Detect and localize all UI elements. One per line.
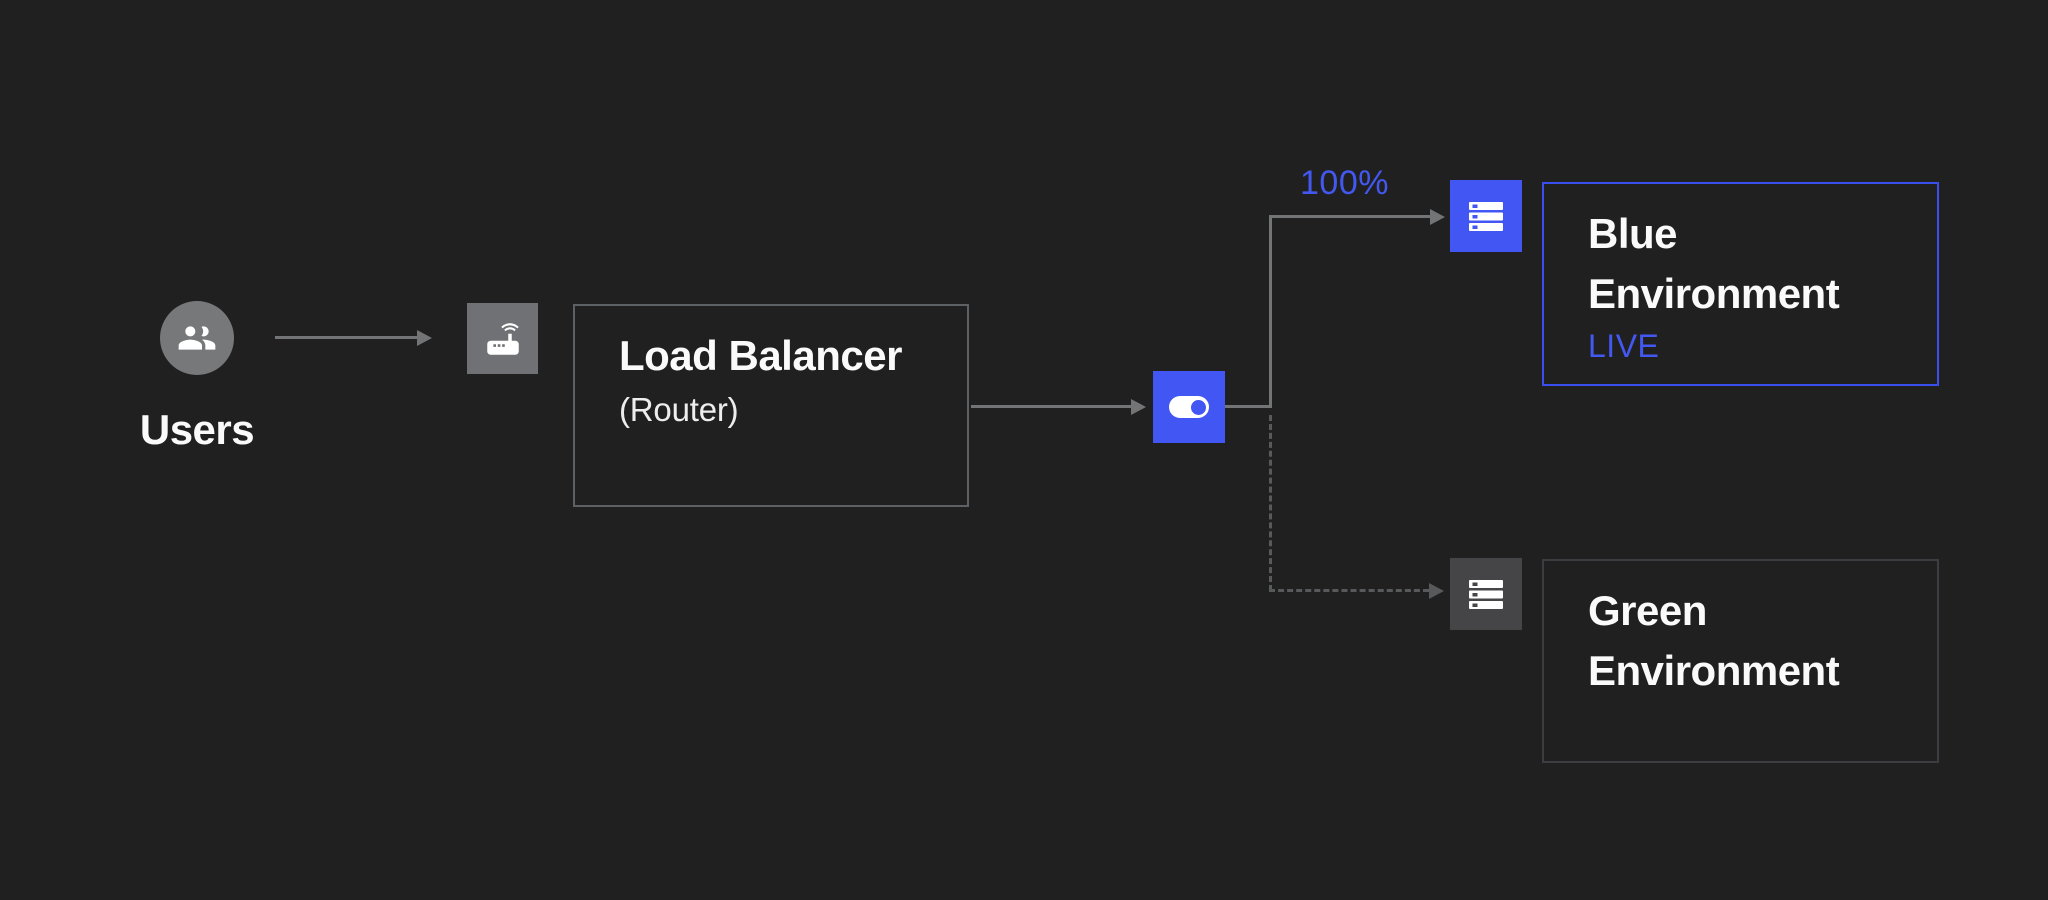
edge-lb-toggle: [971, 405, 1131, 408]
load-balancer-subtitle: (Router): [619, 391, 739, 428]
edge-users-router: [275, 336, 417, 339]
users-node: [160, 301, 234, 375]
edge-to-green-dashed: [1269, 589, 1429, 592]
arrowhead-users-router: [417, 329, 432, 346]
edge-junction-down-dashed: [1269, 415, 1272, 591]
arrowhead-to-blue: [1430, 208, 1445, 225]
users-label: Users: [139, 406, 255, 453]
server-icon: [1469, 202, 1503, 231]
edge-to-blue: [1269, 215, 1430, 218]
load-balancer-box: Load Balancer (Router): [573, 304, 969, 507]
traffic-percent-label: 100%: [1300, 164, 1389, 202]
blue-environment-title: Blue Environment: [1588, 210, 1840, 317]
blue-server-node: [1450, 180, 1522, 252]
toggle-knob: [1191, 399, 1206, 415]
green-environment-box: Green Environment: [1542, 559, 1939, 763]
router-icon: [486, 322, 519, 355]
edge-toggle-junction: [1225, 405, 1272, 408]
arrowhead-lb-toggle: [1131, 398, 1146, 415]
server-icon: [1469, 580, 1503, 609]
people-icon: [178, 326, 216, 350]
traffic-switch-node: [1153, 371, 1225, 443]
toggle-icon: [1169, 396, 1209, 418]
edge-junction-up: [1269, 216, 1272, 408]
router-node: [467, 303, 538, 374]
blue-environment-box: Blue Environment LIVE: [1542, 182, 1939, 386]
green-server-node: [1450, 558, 1522, 630]
arrowhead-to-green: [1429, 582, 1444, 599]
load-balancer-title: Load Balancer: [619, 332, 902, 379]
blue-environment-status-badge: LIVE: [1588, 328, 1660, 364]
green-environment-title: Green Environment: [1588, 587, 1840, 694]
